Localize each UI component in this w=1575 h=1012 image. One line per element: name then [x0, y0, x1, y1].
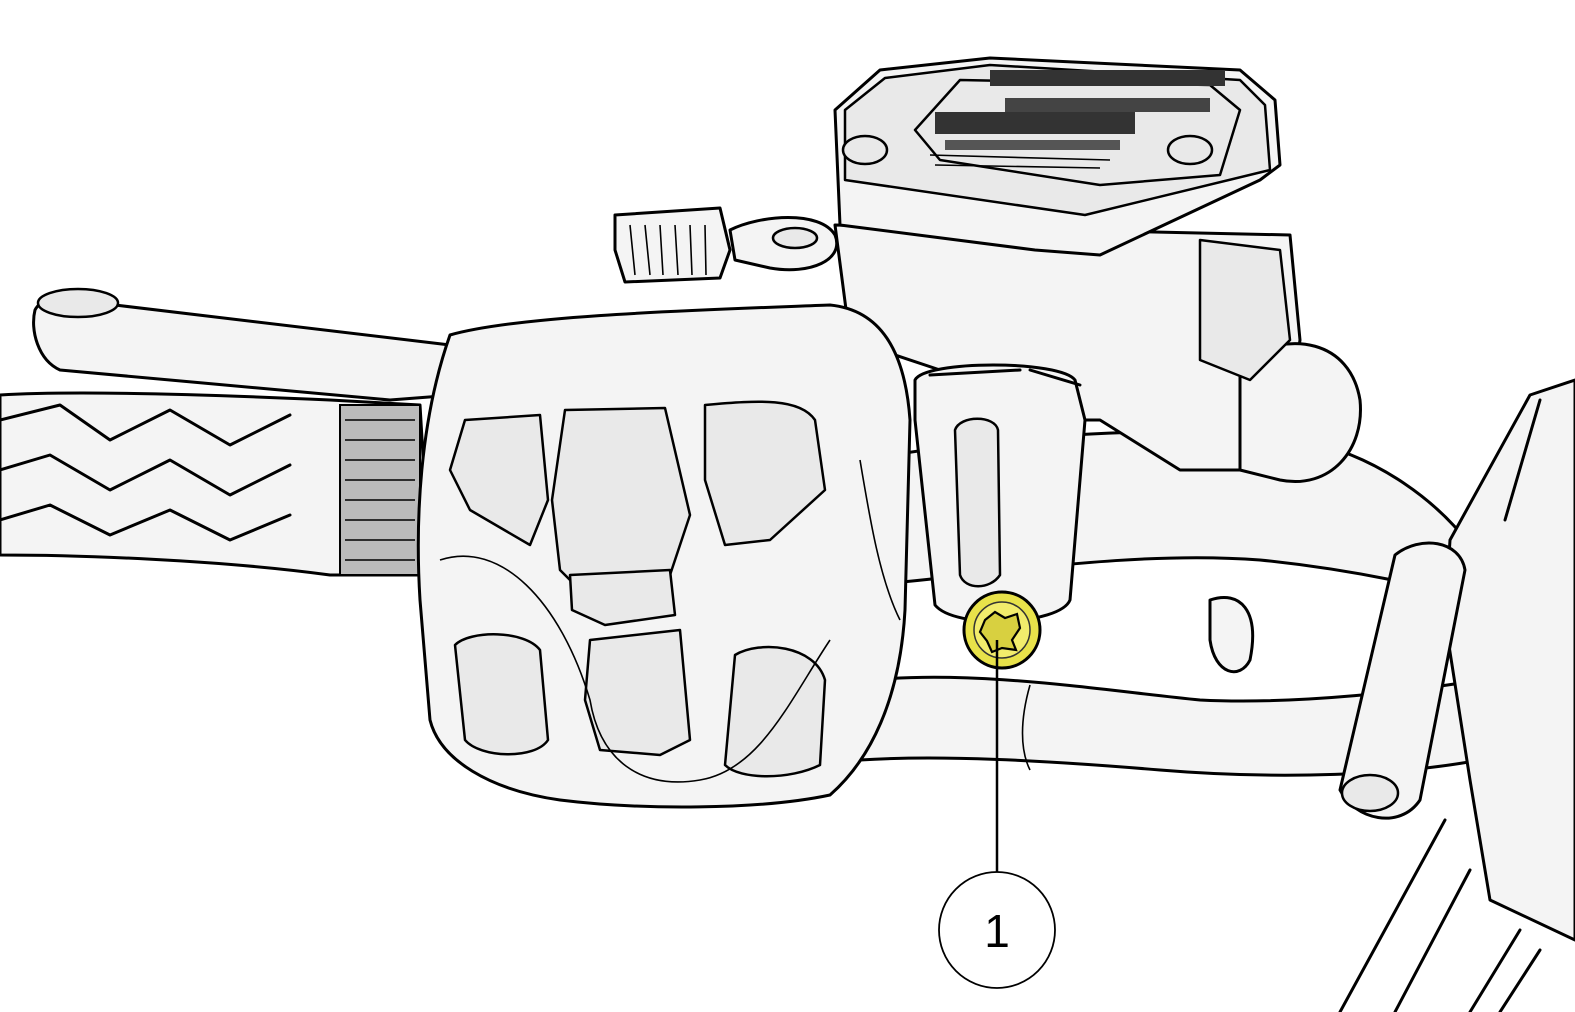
right-side-component	[1338, 378, 1575, 942]
clamp-screw-highlighted	[962, 590, 1042, 670]
switch-button-bottom-center	[583, 628, 692, 757]
callout-circle	[938, 871, 1056, 989]
grip-knurled-section	[339, 404, 421, 576]
switch-button-bottom-right	[723, 645, 827, 778]
cover-screw-right	[1166, 134, 1214, 166]
brake-lever	[32, 287, 457, 402]
switch-button-top-right	[703, 400, 827, 547]
reservoir-cap-lettering	[929, 70, 1225, 169]
lever-adjuster	[613, 206, 839, 284]
frame-tube-lines	[1338, 818, 1542, 1012]
switch-button-bottom-left	[453, 633, 550, 756]
callout-label: 1	[984, 905, 1010, 957]
torx-socket-icon	[978, 610, 1022, 654]
cover-screw-left	[841, 134, 889, 166]
handlebar-grip	[0, 391, 432, 577]
handlebar-clamp	[913, 363, 1087, 623]
handlebar-switch-housing	[416, 303, 912, 809]
switch-toggle-center	[568, 568, 677, 627]
switch-button-top-left	[448, 413, 550, 547]
callout-1: 1	[938, 640, 1056, 989]
